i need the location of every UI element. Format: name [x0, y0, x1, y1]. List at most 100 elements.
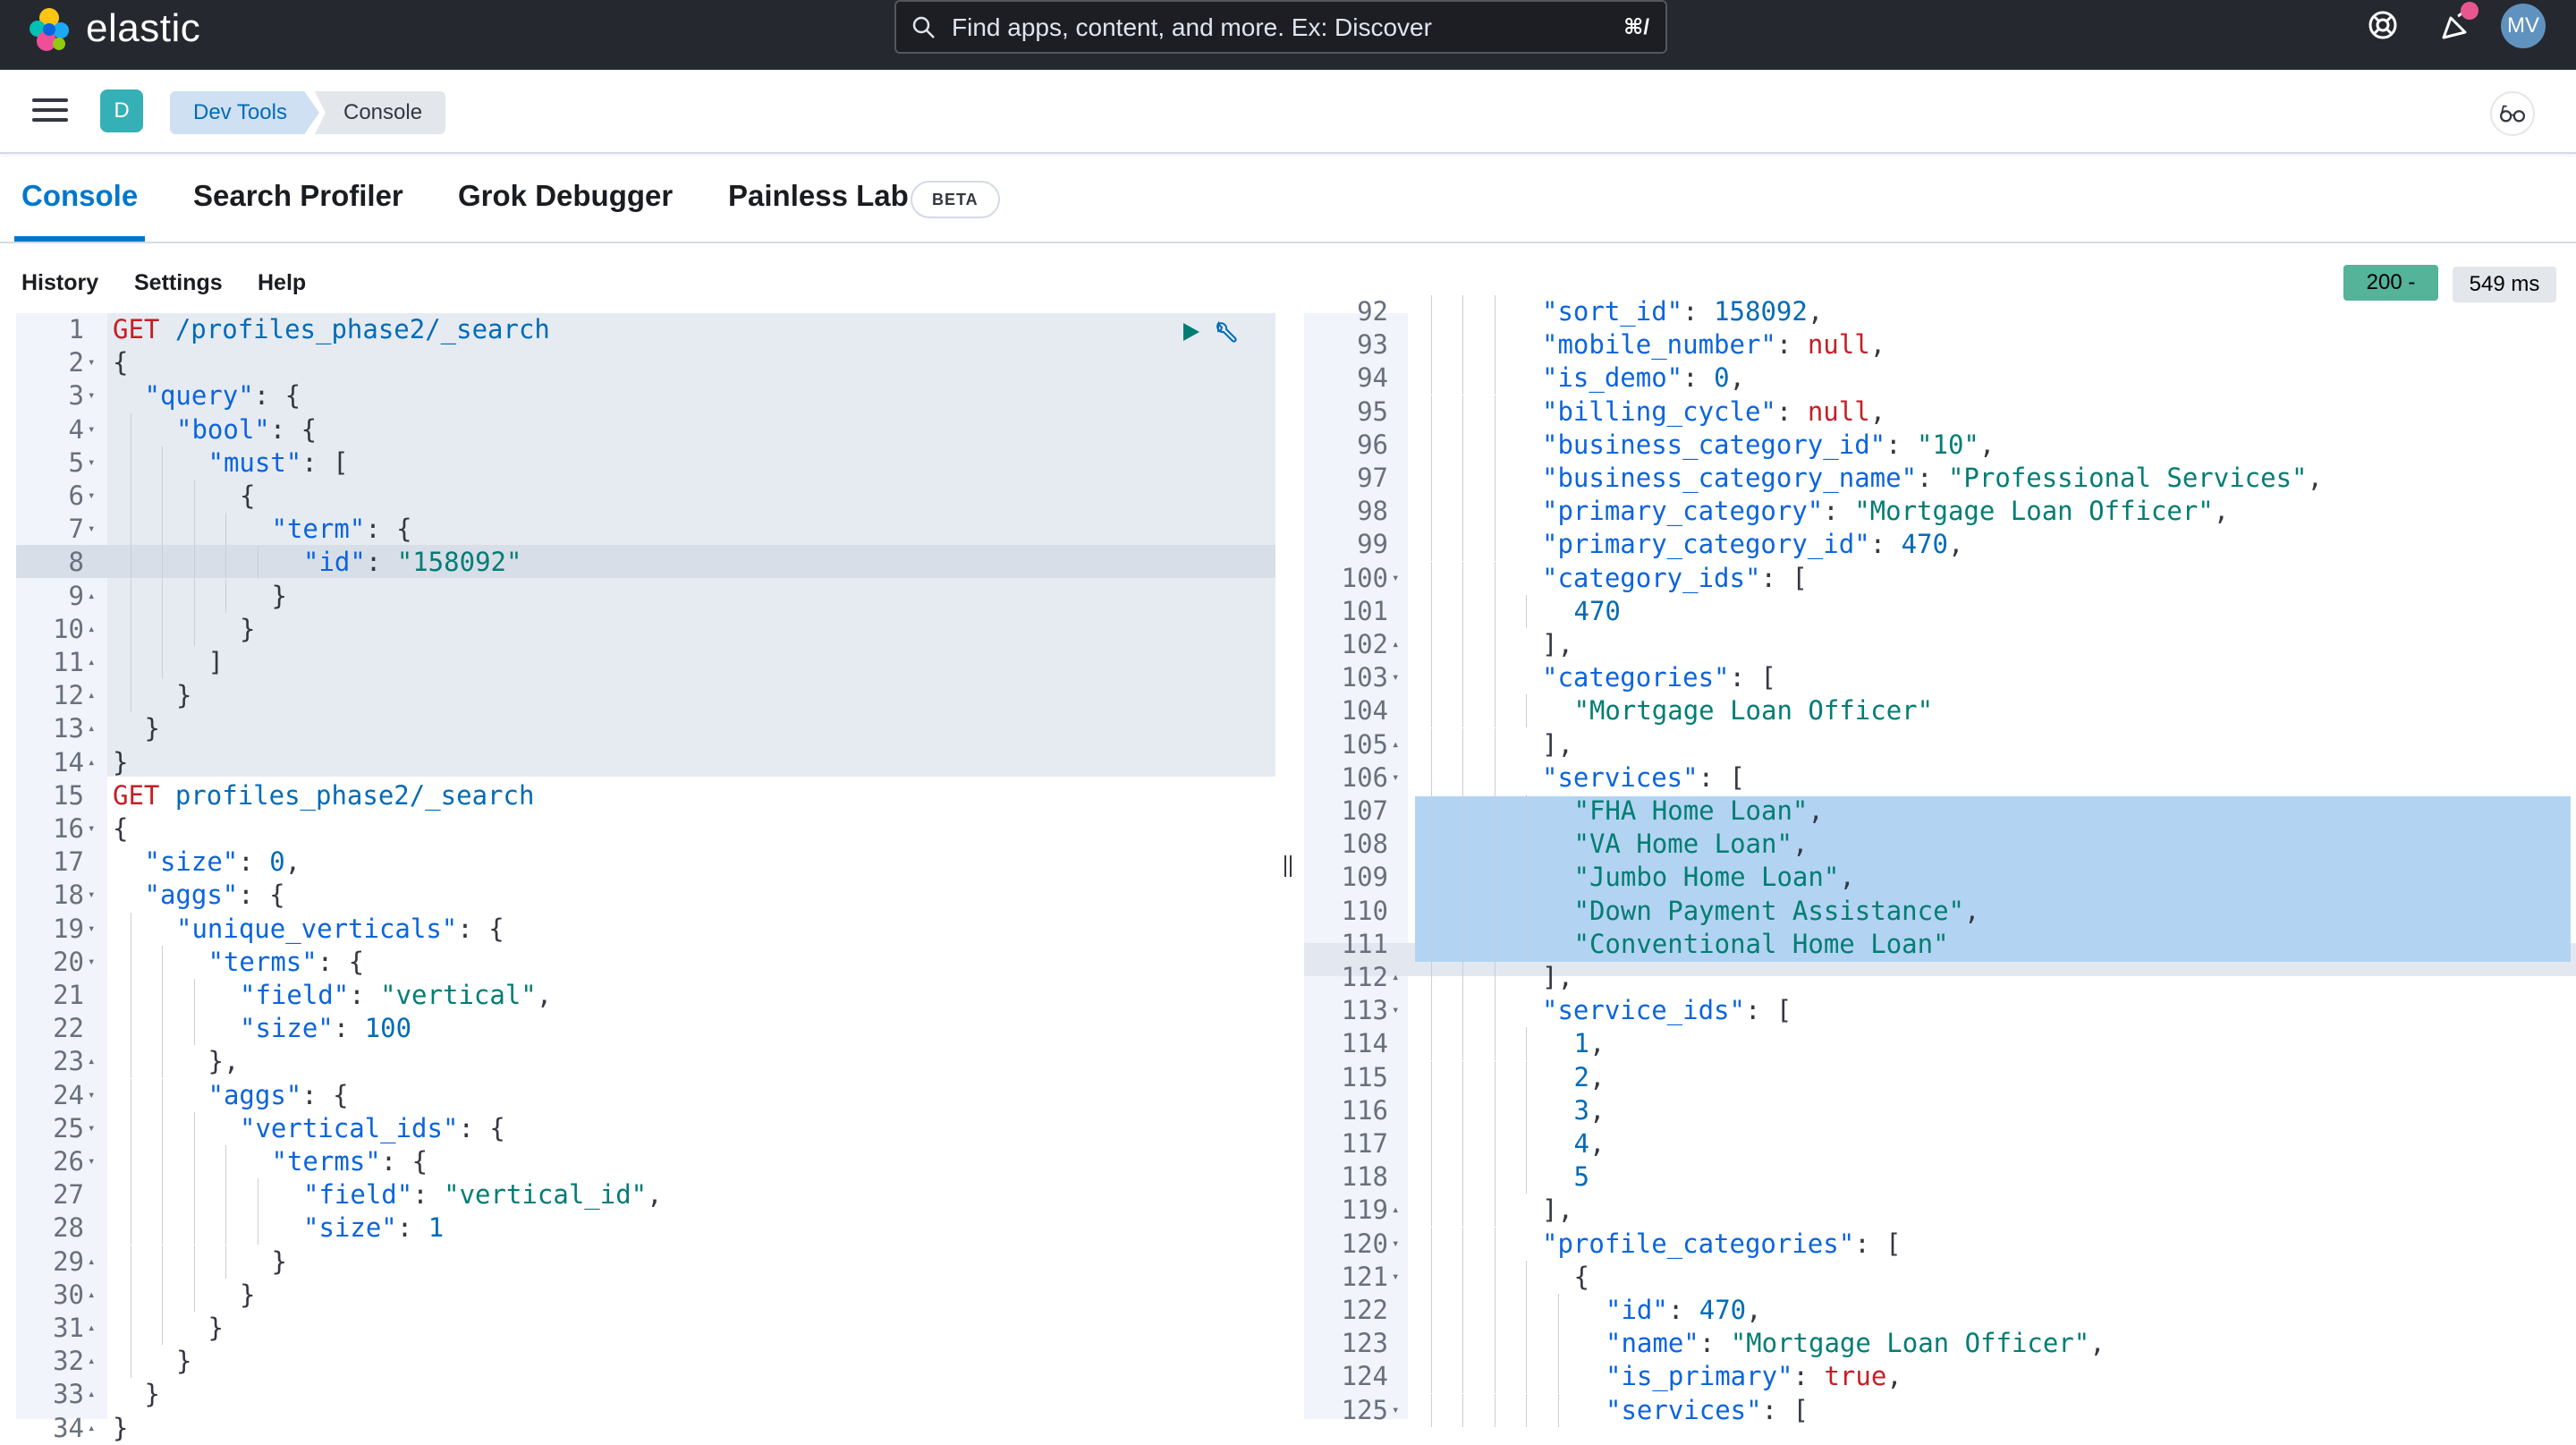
code-line[interactable]: 111"Conventional Home Loan" — [1304, 927, 2576, 961]
code-line[interactable]: 109"Jumbo Home Loan", — [1304, 861, 2576, 895]
history-link[interactable]: History — [21, 270, 99, 295]
code-line[interactable]: 34▴} — [16, 1412, 1275, 1445]
fold-open-icon[interactable]: ▾ — [1392, 570, 1400, 585]
code-line[interactable]: 26▾"terms": { — [16, 1145, 1275, 1178]
code-line[interactable]: 92"sort_id": 158092, — [1304, 295, 2576, 328]
code-line[interactable]: 98"primary_category": "Mortgage Loan Off… — [1304, 495, 2576, 529]
fold-open-icon[interactable]: ▾ — [88, 921, 96, 936]
resize-handle-icon[interactable] — [1283, 855, 1297, 879]
code-line[interactable]: 7▾"term": { — [16, 513, 1275, 547]
fold-open-icon[interactable]: ▾ — [1392, 1269, 1400, 1284]
code-line[interactable]: 23▴}, — [16, 1045, 1275, 1079]
code-line[interactable]: 25▾"vertical_ids": { — [16, 1111, 1275, 1145]
fold-close-icon[interactable]: ▴ — [88, 721, 96, 736]
fold-open-icon[interactable]: ▾ — [88, 821, 96, 836]
code-line[interactable]: 104"Mortgage Loan Officer" — [1304, 694, 2576, 728]
help-icon[interactable] — [2363, 5, 2402, 45]
fold-open-icon[interactable]: ▾ — [88, 455, 96, 470]
fold-open-icon[interactable]: ▾ — [88, 421, 96, 437]
code-line[interactable]: 24▾"aggs": { — [16, 1078, 1275, 1112]
code-line[interactable]: 16▾{ — [16, 812, 1275, 846]
code-line[interactable]: 102▴], — [1304, 628, 2576, 661]
code-line[interactable]: 120▾"profile_categories": [ — [1304, 1227, 2576, 1261]
code-line[interactable]: 121▾{ — [1304, 1260, 2576, 1294]
code-line[interactable]: 3▾"query": { — [16, 379, 1275, 412]
elastic-logo[interactable] — [27, 5, 72, 54]
fold-open-icon[interactable]: ▾ — [1392, 1003, 1400, 1018]
settings-link[interactable]: Settings — [134, 270, 223, 295]
code-line[interactable]: 21"field": "vertical", — [16, 979, 1275, 1012]
space-avatar[interactable]: D — [100, 89, 143, 132]
code-line[interactable]: 6▾{ — [16, 480, 1275, 513]
fold-close-icon[interactable]: ▴ — [1392, 736, 1400, 752]
code-line[interactable]: 107"FHA Home Loan", — [1304, 795, 2576, 828]
fold-open-icon[interactable]: ▾ — [1392, 1402, 1400, 1417]
code-line[interactable]: 112▴], — [1304, 961, 2576, 994]
help-link[interactable]: Help — [258, 270, 307, 295]
breadcrumb-dev-tools[interactable]: Dev Tools — [170, 91, 319, 134]
code-line[interactable]: 29▴} — [16, 1245, 1275, 1279]
fold-close-icon[interactable]: ▴ — [88, 754, 96, 769]
fold-close-icon[interactable]: ▴ — [88, 655, 96, 669]
fold-close-icon[interactable]: ▴ — [88, 588, 96, 603]
code-line[interactable]: 99"primary_category_id": 470, — [1304, 528, 2576, 562]
code-line[interactable]: 11▴] — [16, 646, 1275, 679]
fold-close-icon[interactable]: ▴ — [1392, 637, 1400, 651]
code-line[interactable]: 105▴], — [1304, 727, 2576, 761]
code-line[interactable]: 28"size": 1 — [16, 1211, 1275, 1245]
code-line[interactable]: 5▾"must": [ — [16, 446, 1275, 480]
code-line[interactable]: 9▴} — [16, 579, 1275, 613]
wrench-icon[interactable] — [1211, 319, 1240, 347]
fold-open-icon[interactable]: ▾ — [1392, 670, 1400, 685]
code-line[interactable]: 110"Down Payment Assistance", — [1304, 894, 2576, 928]
tab-search-profiler[interactable]: Search Profiler — [193, 179, 403, 212]
response-editor[interactable]: 92"sort_id": 158092,93"mobile_number": n… — [1304, 295, 2576, 1427]
code-line[interactable]: 27"field": "vertical_id", — [16, 1178, 1275, 1212]
fold-open-icon[interactable]: ▾ — [88, 1087, 96, 1102]
menu-toggle-icon[interactable] — [32, 95, 68, 129]
code-line[interactable]: 122"id": 470, — [1304, 1294, 2576, 1327]
fold-close-icon[interactable]: ▴ — [88, 1254, 96, 1269]
fold-open-icon[interactable]: ▾ — [88, 522, 96, 537]
code-line[interactable]: 14▴} — [16, 746, 1275, 779]
code-line[interactable]: 113▾"service_ids": [ — [1304, 994, 2576, 1028]
code-line[interactable]: 119▴], — [1304, 1194, 2576, 1228]
code-line[interactable]: 19▾"unique_verticals": { — [16, 912, 1275, 946]
code-line[interactable]: 2▾{ — [16, 346, 1275, 379]
fold-open-icon[interactable]: ▾ — [88, 954, 96, 969]
tab-painless-lab[interactable]: Painless Lab — [728, 179, 909, 212]
fold-close-icon[interactable]: ▴ — [88, 621, 96, 636]
code-line[interactable]: 33▴} — [16, 1378, 1275, 1411]
code-line[interactable]: 108"VA Home Loan", — [1304, 828, 2576, 862]
code-line[interactable]: 93"mobile_number": null, — [1304, 328, 2576, 362]
code-line[interactable]: 13▴} — [16, 712, 1275, 745]
code-line[interactable]: 17"size": 0, — [16, 846, 1275, 879]
code-line[interactable]: 12▴} — [16, 679, 1275, 713]
fold-open-icon[interactable]: ▾ — [1392, 1236, 1400, 1251]
code-line[interactable]: 95"billing_cycle": null, — [1304, 395, 2576, 429]
fold-close-icon[interactable]: ▴ — [88, 1287, 96, 1302]
user-avatar[interactable]: MV — [2501, 4, 2546, 48]
fold-close-icon[interactable]: ▴ — [1392, 1203, 1400, 1218]
fold-open-icon[interactable]: ▾ — [88, 388, 96, 404]
tab-console[interactable]: Console — [21, 179, 139, 212]
code-line[interactable]: 22"size": 100 — [16, 1012, 1275, 1046]
code-line[interactable]: 8"id": "158092" — [16, 546, 1275, 580]
fold-open-icon[interactable]: ▾ — [1392, 769, 1400, 785]
code-line[interactable]: 4▾"bool": { — [16, 412, 1275, 446]
code-line[interactable]: 20▾"terms": { — [16, 945, 1275, 979]
fold-close-icon[interactable]: ▴ — [88, 1321, 96, 1335]
search-input[interactable] — [952, 9, 1578, 47]
code-line[interactable]: 18▾"aggs": { — [16, 879, 1275, 912]
brand-name[interactable]: elastic — [86, 6, 201, 50]
code-line[interactable]: 125▾"services": [ — [1304, 1393, 2576, 1427]
fold-open-icon[interactable]: ▾ — [88, 1120, 96, 1135]
